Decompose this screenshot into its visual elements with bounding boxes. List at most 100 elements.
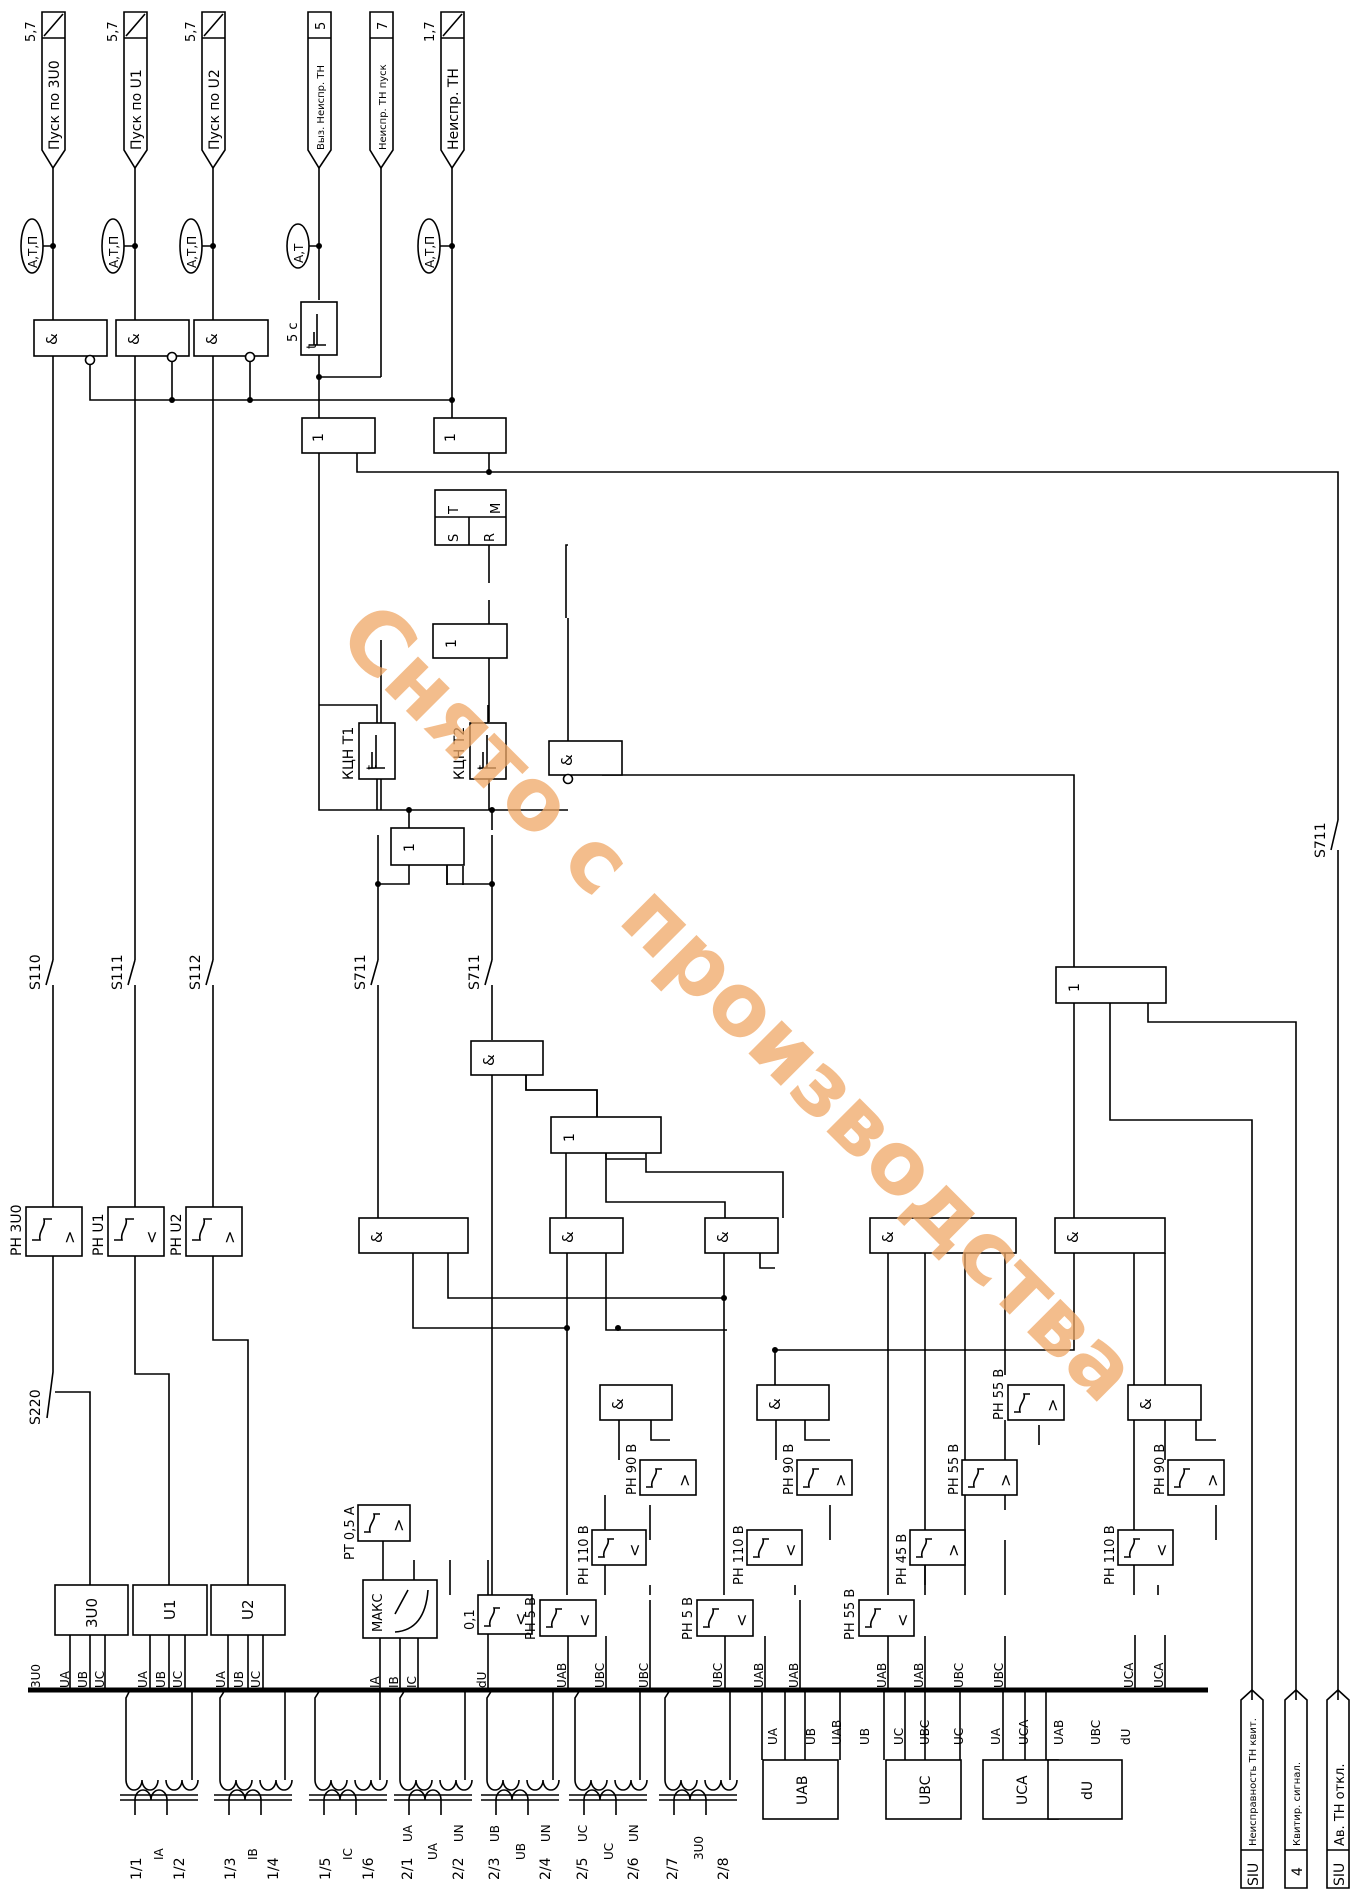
and-gate-1385-c: & [1137, 1398, 1155, 1410]
relay-u2-label: РН U2 [169, 1213, 185, 1256]
trigger-m: M [489, 503, 504, 514]
bus-uca-2: UCA [1152, 1662, 1166, 1688]
relay-110-a-label: РН 110 В [577, 1525, 592, 1585]
bus-ubc-5: UBC [992, 1663, 1006, 1688]
output-label-u1: Пуск по U1 [129, 69, 145, 150]
calc-blocks: 3U0 U1 U2 МАКС < 0,1 < РН 5 В < РН 5 В <… [54, 1579, 915, 1640]
derived-du: dU [1080, 1781, 1096, 1800]
switch-s220: S220 [28, 1389, 44, 1425]
switch-s112: S112 [188, 954, 204, 990]
and-row-1218: & & & & & [358, 1217, 1166, 1254]
relay-55-upper-sign: > [1043, 1399, 1062, 1412]
input-1-5: 1/5 [318, 1857, 334, 1880]
input-2-5: 2/5 [575, 1857, 591, 1880]
output-label-fault-start: Неиспр. ТН пуск [378, 64, 389, 150]
input-2-6: 2/6 [626, 1857, 642, 1880]
and-gate-1385-b: & [766, 1398, 784, 1410]
input-2-8: 2/8 [716, 1857, 732, 1880]
bus-uab-2: UAB [752, 1663, 766, 1688]
and-gate-mid: & [480, 1054, 498, 1066]
relay-5-b-sign: < [732, 1614, 751, 1627]
calc-u2: U2 [239, 1599, 257, 1620]
bus-uc-1: UC [93, 1671, 107, 1688]
input-3u0: 3U0 [692, 1836, 706, 1860]
bus-ubc-1: UBC [593, 1663, 607, 1688]
output-ref-3u0: 5,7 [24, 21, 39, 42]
relay-u1-sign: < [142, 1231, 161, 1244]
bus-ic: IC [405, 1676, 419, 1688]
input-2-1: 2/1 [400, 1857, 416, 1880]
derived-in-uc2: UC [952, 1728, 966, 1745]
derived-uca: UCA [1015, 1775, 1031, 1805]
relay-du-label: 0,1 [463, 1609, 478, 1630]
derived-in-ub2: UB [858, 1728, 872, 1745]
right-inputs: SIU Неисправность ТН квит. 4 Квитир. сиг… [1240, 1688, 1350, 1889]
output-label-3u0: Пуск по 3U0 [47, 60, 63, 150]
right-siu-1: SIU [1246, 1863, 1262, 1886]
trigger-s: S [447, 534, 462, 542]
output-label-call-fault: Выз. Неиспр. ТН [316, 65, 327, 150]
or-gate-kcn: 1 [402, 843, 418, 852]
derived-blocks: UAB UBC UCA dU UA UB UAB UB UC UBC UC UA… [761, 1690, 1133, 1820]
mark-u1: А,Т,П [107, 236, 121, 268]
timer-5s-t: t [305, 344, 320, 349]
relay-90-c-sign: > [1203, 1474, 1222, 1487]
right-siu-3: SIU [1332, 1863, 1348, 1886]
input-uc: UC [602, 1843, 616, 1860]
bus-uc-2: UC [171, 1671, 185, 1688]
bus-ua-2: UA [136, 1670, 150, 1688]
mark-call-fault: А,Т [292, 243, 306, 263]
input-1-4: 1/4 [266, 1857, 282, 1880]
mark-fault: А,Т,П [423, 236, 437, 268]
relay-3u0-sign: > [60, 1231, 79, 1244]
input-2-1-ua: UA [401, 1824, 415, 1842]
or-gate-3: 1 [444, 639, 460, 648]
input-1-2: 1/2 [172, 1857, 188, 1880]
wiring [43, 168, 1339, 1700]
or-gates-upper: 1 1 [301, 417, 507, 454]
or-gate-1: 1 [311, 433, 327, 442]
output-ref-call-fault: 5 [314, 22, 329, 30]
and-gate-kcn: & [558, 754, 576, 766]
kcn-t1: КЦН Т1 [341, 727, 357, 780]
derived-in-ubc: UBC [918, 1720, 932, 1745]
kcn-timers: КЦН Т1 КЦН Т2 t t [341, 722, 507, 780]
and-gate-1385-a: & [609, 1398, 627, 1410]
junctions-top [50, 243, 492, 475]
relay-45-sign: > [944, 1544, 963, 1557]
input-ia: IA [152, 1847, 166, 1860]
input-1-1: 1/1 [129, 1857, 145, 1880]
relay-55-b-sign: > [996, 1474, 1015, 1487]
derived-uab: UAB [795, 1776, 811, 1805]
output-label-fault: Неиспр. ТН [446, 68, 462, 150]
bus-ub-2: UB [154, 1671, 168, 1688]
relay-110-b-sign: < [781, 1544, 800, 1557]
relay-5-b-label: РН 5 В [681, 1597, 696, 1640]
kcn-t1-t: t [365, 765, 380, 770]
bus-uc-3: UC [249, 1671, 263, 1688]
and-gate-u2: & [203, 333, 221, 345]
switch-s111: S111 [110, 954, 126, 990]
mark-3u0: А,Т,П [26, 236, 40, 268]
switch-s711-a: S711 [353, 954, 369, 990]
output-label-u2: Пуск по U2 [207, 69, 223, 150]
relay-55-c-sign: < [893, 1614, 912, 1627]
bus-ib: IB [387, 1676, 401, 1688]
right-kvit-signal: Квитир. сигнал. [1292, 1762, 1303, 1846]
right-av-label: Ав. ТН откл. [1333, 1764, 1348, 1847]
trigger-t: T [447, 506, 462, 515]
bus-ua-3: UA [214, 1670, 228, 1688]
output-terminals: Пуск по 3U0 Пуск по U1 Пуск по U2 Выз. Н… [24, 11, 465, 170]
right-kvit-label: Неисправность ТН квит. [1248, 1718, 1259, 1846]
relay-du-sign: < [511, 1613, 530, 1626]
relay-90-b-sign: > [831, 1474, 850, 1487]
kcn-t2-t: t [476, 765, 491, 770]
and-gate-1218-b: & [559, 1231, 577, 1243]
derived-in-uab2: UAB [1052, 1720, 1066, 1745]
relay-rt-sign: > [389, 1519, 408, 1532]
bus-ub-3: UB [232, 1671, 246, 1688]
input-ic: IC [341, 1848, 355, 1860]
relay-110-c-sign: < [1152, 1544, 1171, 1557]
input-2-7: 2/7 [665, 1857, 681, 1880]
